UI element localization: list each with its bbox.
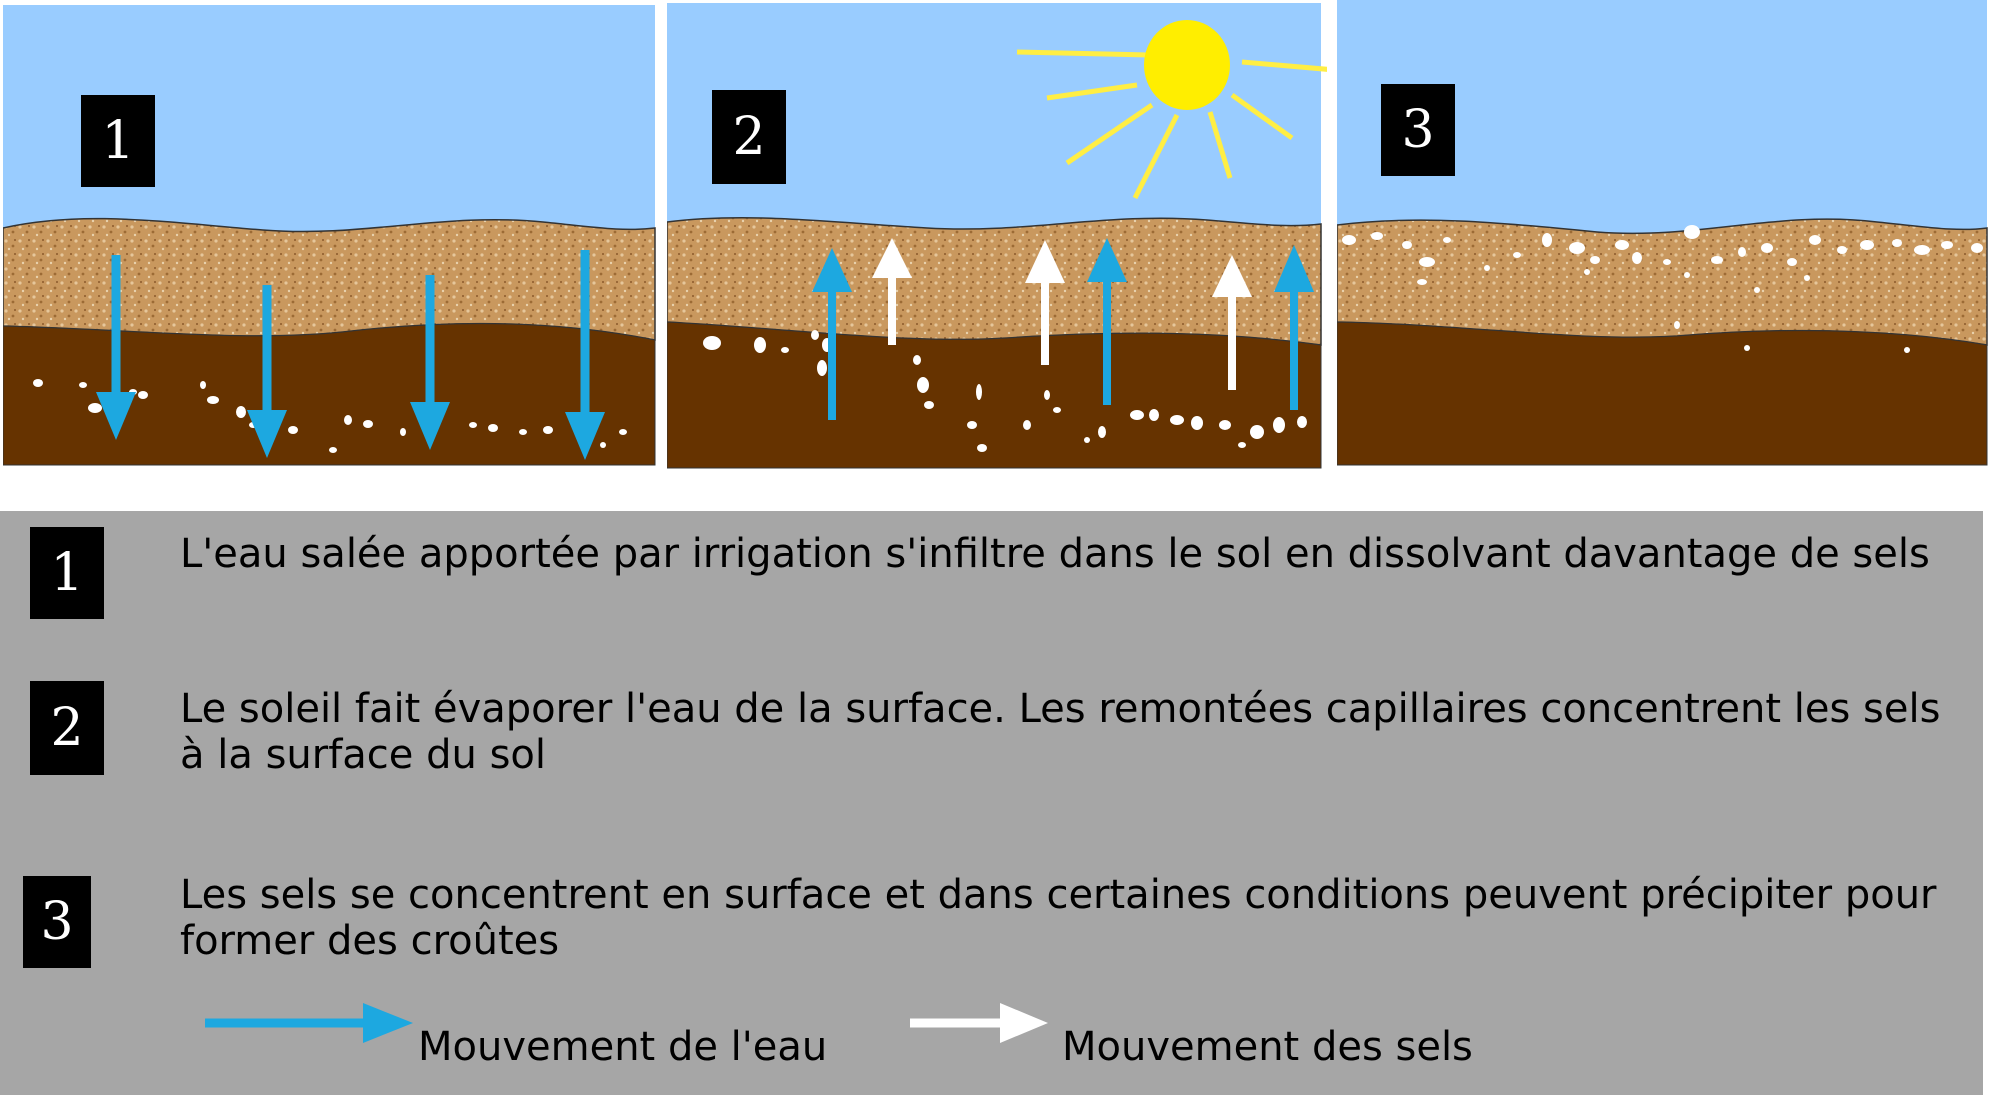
salt-arrow [1212, 255, 1252, 390]
step-3-badge: 3 [23, 876, 91, 968]
water-arrow [96, 255, 136, 440]
panel-3: 3 [1337, 0, 1995, 470]
water-movement-legend-arrow [205, 1003, 413, 1043]
salt-arrows-up [872, 238, 1252, 390]
panel-3-illustration [1337, 0, 1988, 466]
salt-movement-legend-arrow [910, 1003, 1048, 1043]
panel-1-illustration [3, 5, 656, 466]
salt-movement-label: Mouvement des sels [1062, 1024, 1473, 1070]
legend-box: 1 L'eau salée apportée par irrigation s'… [0, 511, 1983, 1095]
step-2-badge: 2 [30, 681, 104, 775]
panel-2-number-badge: 2 [712, 90, 786, 184]
water-arrows-down [96, 250, 605, 460]
panel-1-number-badge: 1 [81, 95, 155, 187]
step-1-text: L'eau salée apportée par irrigation s'in… [180, 531, 1930, 577]
water-movement-label: Mouvement de l'eau [418, 1024, 828, 1070]
step-3-text: Les sels se concentrent en surface et da… [180, 872, 1937, 964]
salt-arrow [1025, 240, 1065, 365]
step-1-badge: 1 [30, 527, 104, 619]
salt-arrow [872, 238, 912, 345]
water-arrow [1087, 238, 1127, 405]
panel-2: 2 [667, 0, 1327, 470]
salt-crust [1342, 225, 1983, 353]
panel-2-illustration [667, 3, 1327, 469]
step-2-text: Le soleil fait évaporer l'eau de la surf… [180, 686, 1941, 778]
water-arrow [812, 248, 852, 420]
water-arrow [410, 275, 450, 450]
topsoil [3, 217, 656, 341]
panel-1: 1 [3, 0, 658, 470]
water-arrow [1274, 245, 1314, 410]
subsoil [1337, 321, 1988, 466]
panel-3-number-badge: 3 [1381, 84, 1455, 176]
water-arrows-up [812, 238, 1314, 420]
sun [1016, 20, 1327, 200]
water-arrow [247, 285, 287, 458]
salt-particles [703, 330, 1307, 452]
water-arrow [565, 250, 605, 460]
